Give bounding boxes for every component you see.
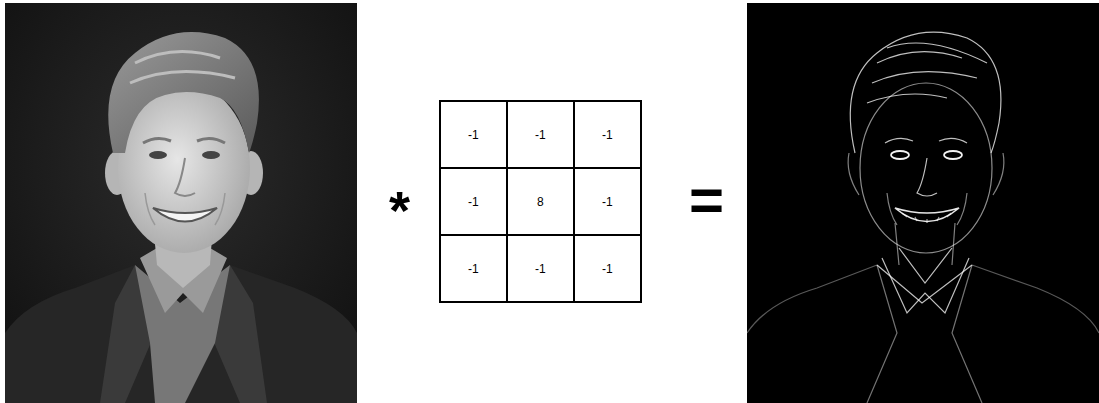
illustration-stroke	[440, 234, 641, 236]
illustration-stroke	[887, 193, 967, 225]
grid-lines	[440, 101, 641, 302]
equals-sign: =	[689, 170, 724, 230]
illustration-stroke	[891, 151, 909, 159]
kernel-cell-value: -1	[468, 196, 479, 208]
brow	[143, 138, 225, 143]
edge-image	[747, 3, 1099, 403]
mouth	[153, 208, 217, 222]
illustration-stroke	[440, 167, 641, 169]
kernel-cell-value: -1	[468, 129, 479, 141]
illustration-stroke	[895, 223, 955, 265]
illustration-stroke	[867, 43, 987, 103]
illustration-stroke	[747, 265, 1099, 333]
illustration-stroke	[860, 83, 992, 253]
kernel-cell-value: -1	[602, 263, 613, 275]
illustration-stroke	[573, 101, 575, 302]
illustration-stroke	[882, 248, 969, 313]
nose	[175, 158, 195, 196]
kernel-cell-value: -1	[602, 129, 613, 141]
illustration-stroke	[917, 158, 937, 196]
kernel-cell-value: -1	[602, 196, 613, 208]
illustration-stroke	[867, 265, 982, 403]
edge-strokes	[747, 32, 1099, 403]
edge-background	[747, 3, 1099, 403]
kernel-cell-value: 8	[537, 196, 544, 208]
grayscale-photo	[5, 3, 357, 403]
kernel-cell-value: -1	[535, 129, 546, 141]
illustration-stroke	[902, 213, 951, 223]
hair-strand	[130, 52, 235, 83]
illustration-stroke	[506, 101, 508, 302]
illustration-stroke	[848, 153, 1004, 195]
illustration-stroke	[944, 151, 962, 159]
illustration-stroke	[440, 101, 641, 302]
kernel-cell-value: -1	[535, 263, 546, 275]
illustration-stroke	[885, 138, 967, 143]
cheek-line	[145, 193, 225, 225]
photo-background	[5, 3, 357, 403]
kernel-cell-value: -1	[468, 263, 479, 275]
eye	[202, 151, 220, 159]
convolution-operator: *	[389, 183, 410, 237]
illustration-stroke	[850, 32, 1001, 153]
eye	[149, 151, 167, 159]
hair	[108, 32, 259, 153]
